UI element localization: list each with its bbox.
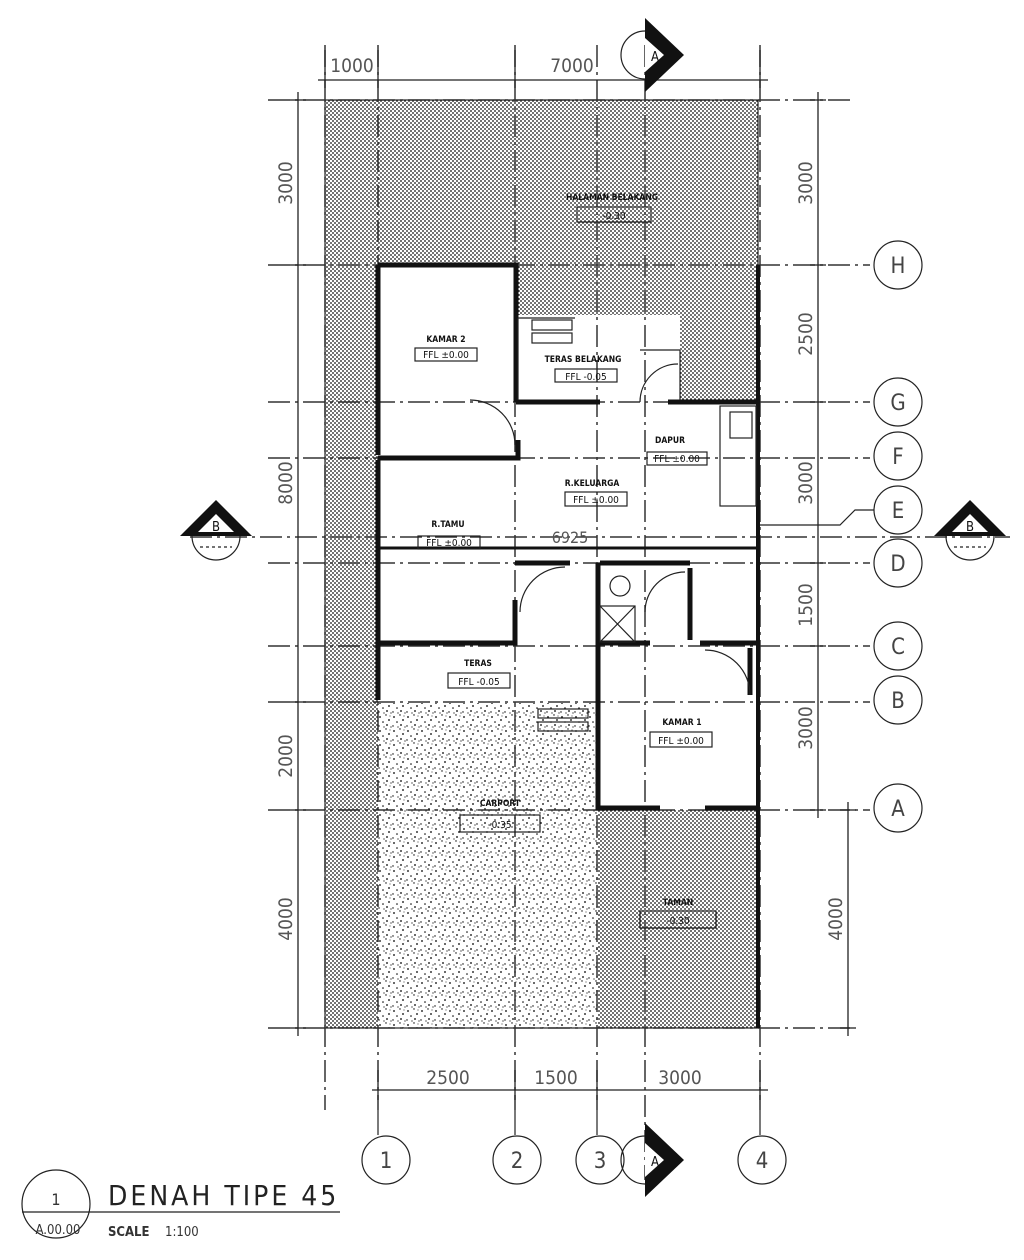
dim-top-2: 7000 <box>550 55 594 77</box>
room-labels: HALAMAN BELAKANG -0.30 KAMAR 2 FFL ±0.00… <box>414 193 717 929</box>
room-kamar2-name: KAMAR 2 <box>426 335 465 345</box>
section-b-left-label: B <box>212 520 220 535</box>
row-grid-bubbles: H G F E D C B A <box>760 240 923 833</box>
dim-left-4: 4000 <box>275 897 297 941</box>
hatch-garden <box>598 810 758 1028</box>
room-keluarga-name: R.KELUARGA <box>565 479 620 489</box>
dim-right-4: 1500 <box>795 583 817 627</box>
grid-row-B: B <box>891 689 905 714</box>
section-a-top-label: A <box>651 50 659 65</box>
room-kamar2-level: FFL ±0.00 <box>423 350 469 361</box>
dim-right-1: 3000 <box>795 161 817 205</box>
dim-top-1: 1000 <box>330 55 374 77</box>
grid-col-2: 2 <box>511 1149 524 1174</box>
grid-col-3: 3 <box>594 1149 607 1174</box>
room-tamu-name: R.TAMU <box>431 520 464 530</box>
door-swings <box>469 363 751 696</box>
grid-row-C: C <box>891 635 905 660</box>
section-b-right-marker: B <box>934 500 1006 561</box>
grid-row-F: F <box>892 445 903 470</box>
hatch-carport <box>378 703 598 1028</box>
grid-row-G: G <box>890 391 905 416</box>
room-teras-belakang-name: TERAS BELAKANG <box>545 355 622 365</box>
room-teras-belakang-level: FFL -0.05 <box>565 372 607 383</box>
dim-right-5: 3000 <box>795 706 817 750</box>
section-a-bottom-label: A <box>651 1155 659 1170</box>
grid-row-E: E <box>892 499 905 524</box>
walls <box>375 262 760 1028</box>
dim-left-3: 2000 <box>275 734 297 778</box>
grid-row-H: H <box>891 254 906 279</box>
scale-value: 1:100 <box>165 1225 199 1240</box>
dim-section-value: 6925 <box>552 528 589 547</box>
dim-right-2: 2500 <box>795 312 817 356</box>
scale-label: SCALE <box>108 1225 150 1240</box>
dim-right-3: 3000 <box>795 461 817 505</box>
dim-right-6: 4000 <box>825 897 847 941</box>
section-b-left-marker: B <box>180 500 252 561</box>
room-taman-level: -0.30 <box>666 916 690 927</box>
room-kamar1-name: KAMAR 1 <box>662 718 701 728</box>
hatch-back-yard <box>378 100 758 265</box>
dimension-lines: 1000 7000 2500 1500 3000 3000 8000 2000 … <box>275 50 856 1100</box>
hatch-left-strip <box>325 100 378 1028</box>
grid-col-1: 1 <box>380 1149 393 1174</box>
room-dapur-level: FFL ±0.00 <box>654 454 700 465</box>
room-carport-level: -0.35 <box>488 820 511 831</box>
title-block: 1 A.00.00 DENAH TIPE 45 SCALE 1:100 <box>21 1169 340 1240</box>
column-grid-bubbles: 1 2 3 4 <box>361 1110 787 1185</box>
room-halaman-name: HALAMAN BELAKANG <box>566 193 658 203</box>
room-halaman-level: -0.30 <box>602 211 626 222</box>
room-dapur-name: DAPUR <box>655 436 685 446</box>
grid-col-4: 4 <box>756 1149 769 1174</box>
room-carport-name: CARPORT <box>480 799 521 809</box>
section-a-top-marker: A <box>620 18 684 92</box>
grid-row-A: A <box>891 797 905 822</box>
section-b-right-label: B <box>966 520 974 535</box>
dim-left-2: 8000 <box>275 461 297 505</box>
dim-left-1: 3000 <box>275 161 297 205</box>
room-teras-level: FFL -0.05 <box>458 677 500 688</box>
room-teras-name: TERAS <box>464 659 492 669</box>
grid-row-D: D <box>890 552 905 577</box>
dim-bottom-2: 1500 <box>534 1067 578 1089</box>
hatch-back-yard-right2 <box>680 315 758 400</box>
drawing-number: 1 <box>51 1190 60 1209</box>
room-keluarga-level: FFL ±0.00 <box>573 495 619 506</box>
room-kamar1-level: FFL ±0.00 <box>658 736 704 747</box>
hatch-back-yard-right <box>518 265 758 315</box>
hatched-yard-areas <box>324 99 759 1029</box>
section-a-bottom-marker: A <box>620 1123 684 1197</box>
dim-bottom-3: 3000 <box>658 1067 702 1089</box>
sheet-number: A.00.00 <box>36 1223 81 1238</box>
drawing-title: DENAH TIPE 45 <box>108 1179 339 1212</box>
dim-bottom-1: 2500 <box>426 1067 470 1089</box>
room-taman-name: TAMAN <box>663 898 693 908</box>
room-tamu-level: FFL ±0.00 <box>426 538 472 549</box>
section-markers: A A B B <box>180 18 1006 1197</box>
